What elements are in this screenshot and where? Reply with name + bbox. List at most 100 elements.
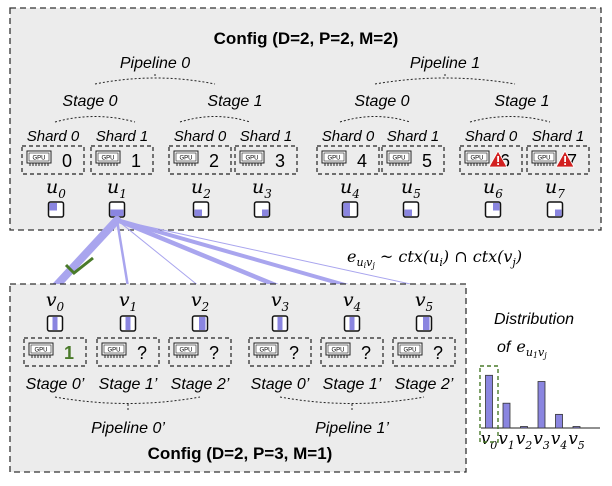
gpu-number: 6 bbox=[500, 151, 510, 171]
edge-u1-v2 bbox=[116, 219, 201, 288]
node-square-v5 bbox=[415, 315, 433, 332]
bottom-pipeline-0-label: Pipeline 0’ bbox=[91, 420, 165, 437]
top-shard-label: Shard 0 bbox=[27, 128, 80, 145]
distribution-x-label: v4 bbox=[551, 429, 568, 452]
top-pipeline-0-label: Pipeline 0 bbox=[120, 55, 190, 72]
top-shard-label: Shard 1 bbox=[532, 128, 585, 145]
warning-icon bbox=[488, 150, 508, 168]
gpu-slot-frame bbox=[21, 145, 85, 175]
node-square-u3 bbox=[253, 201, 271, 218]
distribution-x-label: v1 bbox=[498, 429, 515, 452]
top-gpu-7: GPU 7 bbox=[526, 145, 590, 175]
gpu-number: 0 bbox=[62, 151, 72, 171]
gpu-slot-frame bbox=[248, 337, 312, 367]
gpu-number: 1 bbox=[131, 151, 141, 171]
node-square-v4 bbox=[343, 315, 361, 332]
edge-u1-v5 bbox=[116, 219, 425, 288]
gpu-chip-label: GPU bbox=[245, 156, 258, 162]
node-label-v1: v1 bbox=[119, 289, 137, 314]
gpu-slot-frame bbox=[168, 337, 232, 367]
gpu-chip-label: GPU bbox=[327, 156, 340, 162]
gpu-chip-label: GPU bbox=[259, 348, 272, 354]
edge-u1-v1 bbox=[115, 218, 130, 289]
distribution-x-label: v0 bbox=[481, 429, 498, 452]
top-stage-label: Stage 0 bbox=[354, 93, 409, 110]
node-square-u0 bbox=[47, 201, 65, 218]
top-stage-label: Stage 1 bbox=[207, 93, 262, 110]
check-icon bbox=[64, 256, 94, 276]
bottom-hierarchy-lines bbox=[54, 396, 425, 412]
distribution-bar bbox=[572, 426, 581, 429]
bottom-pipeline-1-label: Pipeline 1’ bbox=[315, 420, 389, 437]
node-label-v0: v0 bbox=[46, 289, 65, 314]
node-label-u2: u2 bbox=[191, 176, 211, 201]
edge-u1-v4 bbox=[115, 218, 354, 289]
gpu-slot-frame bbox=[392, 337, 456, 367]
gpu-chip-label: GPU bbox=[179, 156, 192, 162]
gpu-number: 2 bbox=[209, 151, 219, 171]
bottom-stage-label: Stage 2’ bbox=[395, 376, 454, 393]
node-square-u7 bbox=[546, 201, 564, 218]
distribution-bar bbox=[520, 426, 528, 429]
distribution-bar bbox=[537, 381, 546, 429]
node-label-v4: v4 bbox=[343, 289, 361, 314]
node-square-v2 bbox=[191, 315, 209, 332]
gpu-number: 4 bbox=[357, 151, 367, 171]
gpu-chip-label: GPU bbox=[179, 348, 192, 354]
edge-formula: euivj ~ ctx(ui) ∩ ctx(vj) bbox=[347, 247, 522, 270]
gpu-slot-frame bbox=[320, 337, 384, 367]
gpu-slot-frame bbox=[96, 337, 160, 367]
top-shard-label: Shard 0 bbox=[174, 128, 227, 145]
bottom-gpu-3: GPU? bbox=[248, 337, 312, 367]
bottom-stage-label: Stage 0’ bbox=[26, 376, 85, 393]
top-gpu-1: GPU 1 bbox=[90, 145, 154, 175]
distribution-bar bbox=[485, 374, 493, 429]
bottom-gpu-2: GPU? bbox=[168, 337, 232, 367]
distribution-title: Distribution bbox=[494, 311, 574, 328]
node-label-u7: u7 bbox=[545, 176, 565, 201]
node-label-v5: v5 bbox=[415, 289, 433, 314]
distribution-x-label: v3 bbox=[533, 429, 550, 452]
bottom-stage-label: Stage 1’ bbox=[323, 376, 382, 393]
gpu-slot-frame bbox=[168, 145, 232, 175]
top-gpu-3: GPU 3 bbox=[234, 145, 298, 175]
distribution-x-label: v5 bbox=[568, 429, 585, 452]
gpu-chip-label: GPU bbox=[537, 156, 550, 162]
gpu-slot-frame bbox=[90, 145, 154, 175]
top-stage-label: Stage 0 bbox=[62, 93, 117, 110]
top-hierarchy-lines bbox=[54, 74, 551, 123]
node-label-u5: u5 bbox=[401, 176, 421, 201]
top-config-panel bbox=[9, 7, 602, 231]
gpu-number: ? bbox=[137, 343, 147, 363]
gpu-chip-label: GPU bbox=[34, 348, 47, 354]
bottom-gpu-4: GPU? bbox=[320, 337, 384, 367]
gpu-slot-frame bbox=[316, 145, 380, 175]
gpu-chip-label: GPU bbox=[107, 348, 120, 354]
gpu-number: 3 bbox=[275, 151, 285, 171]
node-square-u4 bbox=[341, 201, 359, 218]
node-label-v3: v3 bbox=[271, 289, 290, 314]
node-label-u0: u0 bbox=[46, 176, 66, 201]
node-label-u6: u6 bbox=[483, 176, 503, 201]
gpu-chip-label: GPU bbox=[470, 156, 483, 162]
node-label-u4: u4 bbox=[340, 176, 360, 201]
top-pipeline-1-label: Pipeline 1 bbox=[410, 55, 480, 72]
bottom-config-panel bbox=[9, 283, 467, 473]
gpu-slot-frame bbox=[381, 145, 445, 175]
top-shard-label: Shard 0 bbox=[322, 128, 375, 145]
gpu-number: ? bbox=[289, 343, 299, 363]
bottom-gpu-1: GPU? bbox=[96, 337, 160, 367]
gpu-number: 7 bbox=[567, 151, 577, 171]
top-shard-label: Shard 0 bbox=[465, 128, 518, 145]
top-gpu-4: GPU 4 bbox=[316, 145, 380, 175]
distribution-bar bbox=[555, 413, 563, 429]
node-square-u2 bbox=[192, 201, 210, 218]
gpu-chip-label: GPU bbox=[392, 156, 405, 162]
bottom-stage-label: Stage 0’ bbox=[251, 376, 310, 393]
bottom-stage-label: Stage 1’ bbox=[99, 376, 158, 393]
distribution-bar bbox=[502, 402, 511, 429]
gpu-chip-label: GPU bbox=[101, 156, 114, 162]
